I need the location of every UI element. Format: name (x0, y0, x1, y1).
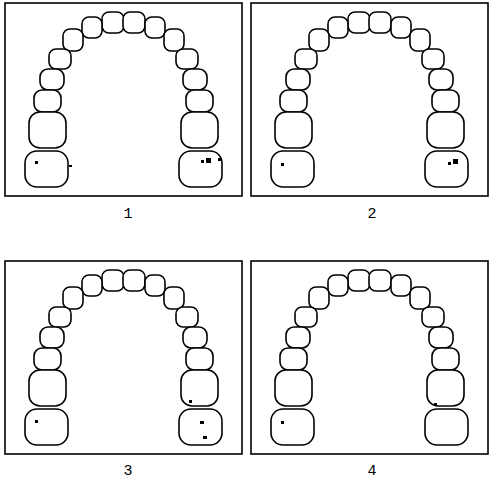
panel-number: 4 (367, 464, 376, 479)
panel-number: 1 (123, 207, 132, 222)
arch-panel (5, 3, 242, 196)
panel-number: 2 (367, 207, 376, 222)
arch-panel (251, 3, 488, 196)
arch-panel (5, 261, 242, 454)
panel-number: 3 (123, 464, 132, 479)
arch-panel (251, 261, 488, 454)
